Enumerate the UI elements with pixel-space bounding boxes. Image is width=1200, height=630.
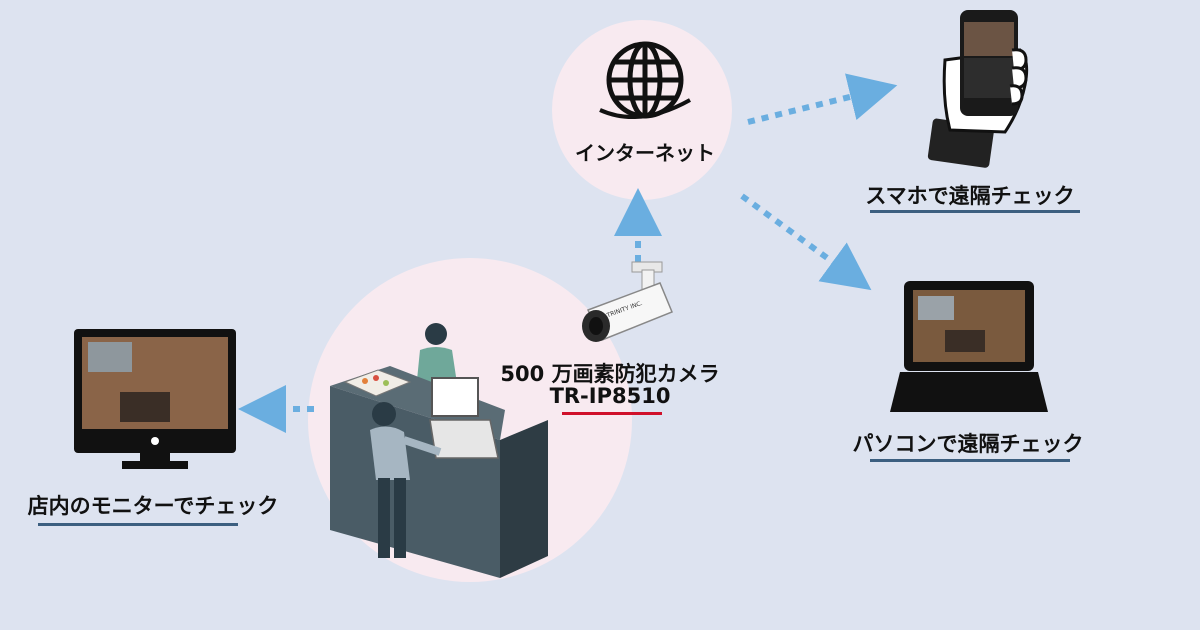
camera-model: TR-IP8510: [549, 384, 671, 408]
smartphone-underline: [870, 210, 1080, 213]
store-monitor-underline: [38, 523, 238, 526]
internet-circle: [552, 20, 732, 200]
pc-underline: [870, 459, 1070, 462]
camera-name: 500 万画素防犯カメラ: [500, 362, 720, 386]
pc-label: パソコンで遠隔チェック: [852, 432, 1084, 456]
store-counter-illustration: [330, 323, 548, 578]
arrow-internet-to-smartphone: [747, 73, 898, 125]
smartphone-icon: [927, 10, 1029, 168]
globe-icon: [599, 41, 691, 120]
security-camera-icon: [582, 261, 673, 342]
camera-model-underline: [562, 412, 662, 415]
arrows: [238, 73, 898, 433]
laptop-icon: [890, 281, 1048, 412]
store-monitor-label: 店内のモニターでチェック: [27, 494, 279, 518]
smartphone-label: スマホで遠隔チェック: [865, 184, 1075, 208]
monitor-icon: [74, 329, 236, 469]
internet-label: インターネット: [575, 141, 715, 165]
arrow-internet-to-pc: [740, 193, 872, 291]
